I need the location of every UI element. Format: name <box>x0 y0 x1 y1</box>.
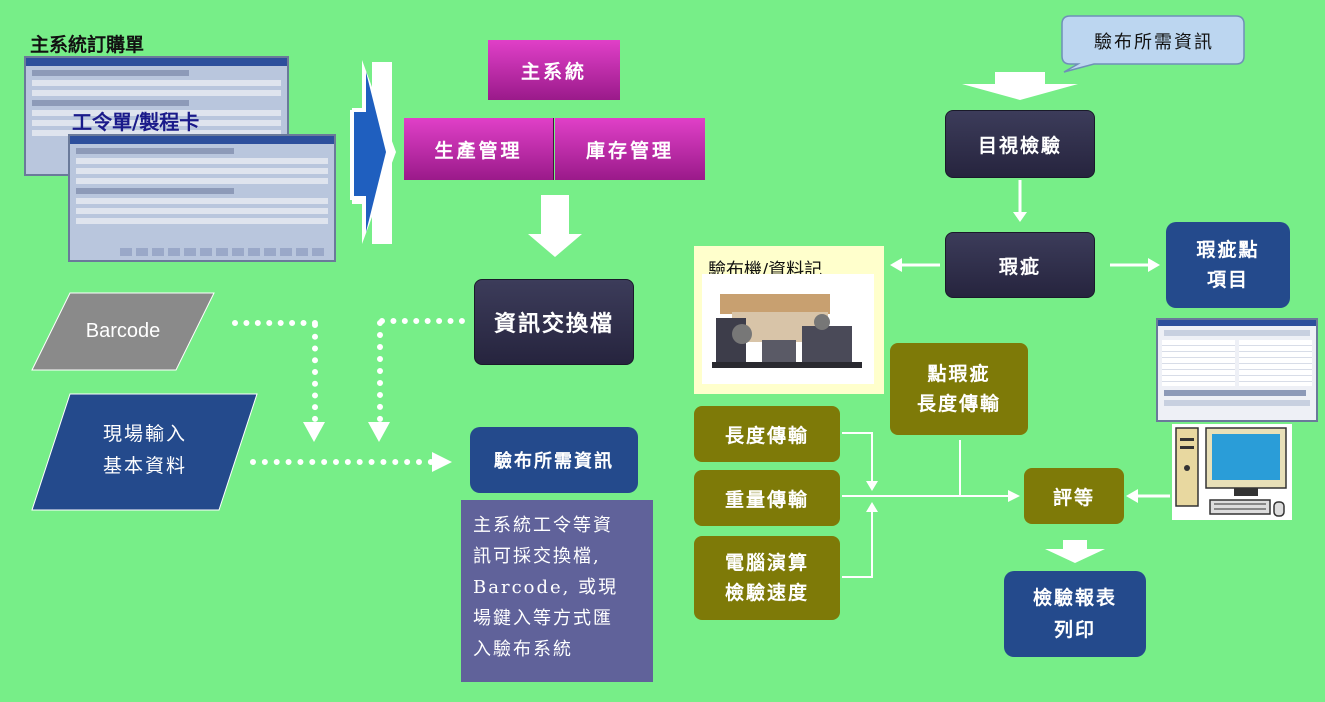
inspection-software-screenshot <box>1156 318 1318 422</box>
speed-line-1: 電腦演算 <box>724 552 809 574</box>
note-box: 主系統工令等資 訊可採交換檔, Barcode, 或現 場鍵入等方式匯 入驗布系… <box>461 500 653 682</box>
note-line-2: 訊可採交換檔, <box>473 546 601 567</box>
inspection-machine-panel: 驗布機/資料記 <box>694 246 884 394</box>
weight-transmission-box: 重量傳輸 <box>694 470 840 526</box>
visual-inspection-box: 目視檢驗 <box>945 110 1095 178</box>
onsite-input-line-1: 現場輸入 <box>102 423 187 445</box>
defect-items-box: 瑕疵點 項目 <box>1166 222 1290 308</box>
point-defect-line-1: 點瑕疵 <box>927 363 991 385</box>
dotted-barcode-h <box>232 320 318 326</box>
fabric-info-box: 驗布所需資訊 <box>470 427 638 493</box>
machine-image <box>702 274 874 384</box>
main-system-box: 主系統 <box>488 40 620 100</box>
defect-items-line-2: 項目 <box>1206 269 1249 291</box>
exchange-file-box: 資訊交換檔 <box>474 279 634 365</box>
big-right-arrow <box>350 60 396 244</box>
dotted-exchange-h <box>379 318 465 324</box>
down-arrow-exchange <box>528 195 582 257</box>
point-defect-line-2: 長度傳輸 <box>916 393 1001 415</box>
down-arrow-visual <box>962 72 1078 100</box>
note-line-3: Barcode, 或現 <box>473 577 619 598</box>
note-line-1: 主系統工令等資 <box>473 515 613 536</box>
point-defect-box: 點瑕疵 長度傳輸 <box>890 343 1028 435</box>
onsite-input-label: 現場輸入 基本資料 <box>60 418 230 482</box>
workorder-screenshot <box>68 134 336 262</box>
defect-items-line-1: 瑕疵點 <box>1196 239 1260 261</box>
note-line-4: 場鍵入等方式匯 <box>473 608 613 629</box>
bubble-text: 驗布所需資訊 <box>1094 32 1214 53</box>
defect-box: 瑕疵 <box>945 232 1095 298</box>
note-line-5: 入驗布系統 <box>473 639 573 660</box>
grade-box: 評等 <box>1024 468 1124 524</box>
dotted-input-h <box>250 459 434 465</box>
dotted-barcode-v <box>312 322 318 422</box>
report-box: 檢驗報表 列印 <box>1004 571 1146 657</box>
computer-icon <box>1172 424 1292 520</box>
down-arrow-report <box>1045 540 1105 563</box>
inventory-box: 庫存管理 <box>555 118 705 180</box>
length-transmission-box: 長度傳輸 <box>694 406 840 462</box>
barcode-label: Barcode <box>85 319 161 342</box>
order-caption: 主系統訂購單 <box>30 34 145 56</box>
workorder-caption: 工令單/製程卡 <box>72 110 200 134</box>
report-line-1: 檢驗報表 <box>1032 587 1117 609</box>
production-box: 生產管理 <box>404 118 554 180</box>
speed-line-2: 檢驗速度 <box>724 582 809 604</box>
onsite-input-line-2: 基本資料 <box>102 455 187 477</box>
speed-box: 電腦演算 檢驗速度 <box>694 536 840 620</box>
dotted-exchange-v <box>377 320 383 422</box>
report-line-2: 列印 <box>1053 619 1096 641</box>
